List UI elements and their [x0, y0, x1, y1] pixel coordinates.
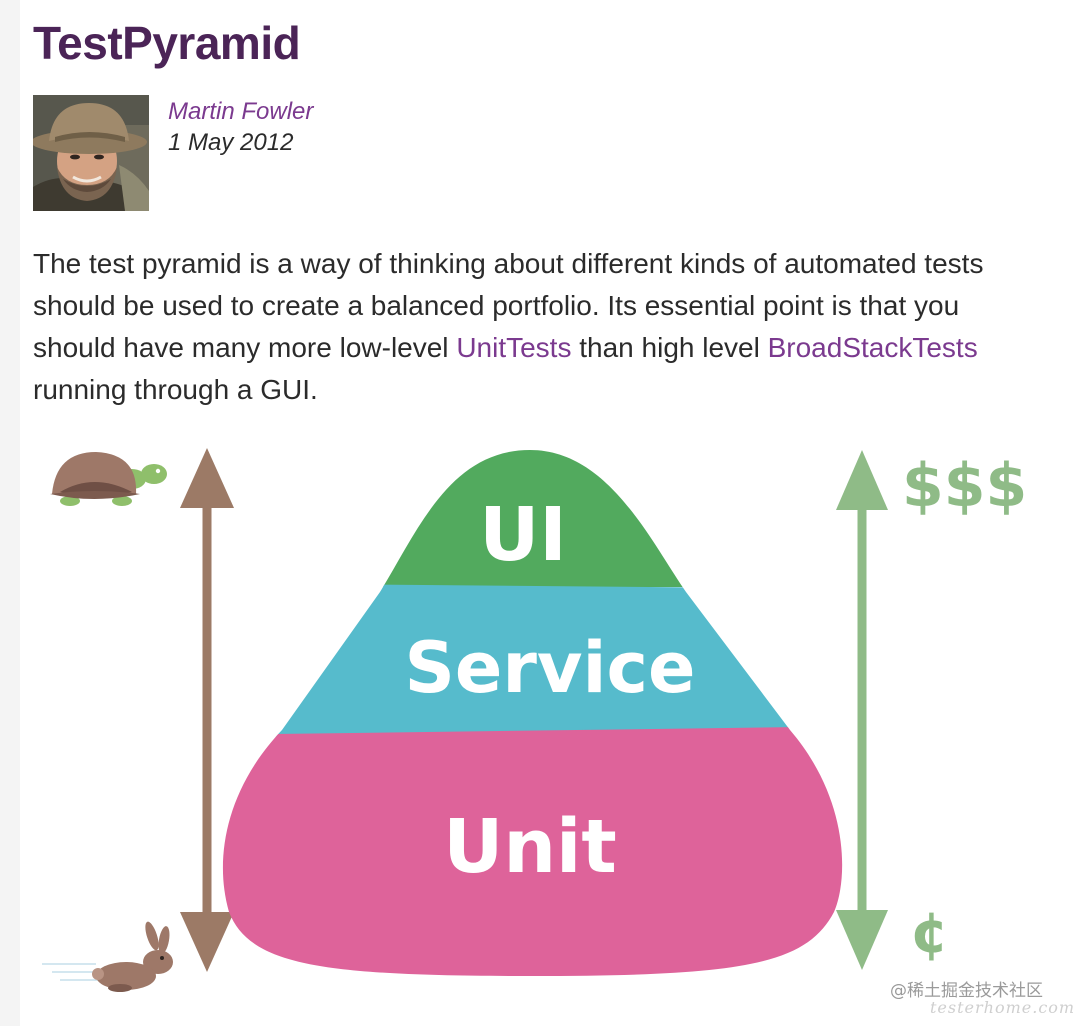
cost-high-label: $$$ — [902, 451, 1027, 521]
publication-date: 1 May 2012 — [168, 129, 294, 156]
byline: Martin Fowler 1 May 2012 — [168, 96, 313, 158]
pyramid-unit-label: Unit — [443, 804, 617, 890]
pyramid-service-label: Service — [404, 627, 695, 709]
intro-paragraph: The test pyramid is a way of thinking ab… — [33, 243, 1043, 411]
rabbit-icon — [42, 921, 173, 992]
cost-low-label: ¢ — [910, 901, 949, 966]
author-link[interactable]: Martin Fowler — [168, 98, 314, 125]
intro-text-3: running through a GUI. — [33, 374, 318, 405]
cost-axis-arrow — [836, 450, 888, 970]
intro-text-1: The test pyramid is a way of thinking ab… — [33, 248, 984, 363]
pyramid-unit-layer — [222, 726, 843, 976]
page-title: TestPyramid — [33, 17, 301, 69]
speed-axis-arrow — [180, 448, 234, 972]
broad-stack-tests-link[interactable]: BroadStackTests — [767, 332, 978, 363]
test-pyramid-diagram: UI Service Unit $$$ ¢ — [42, 448, 1027, 992]
turtle-icon — [50, 452, 167, 506]
intro-text-2: than high level — [571, 332, 768, 363]
unit-tests-link[interactable]: UnitTests — [456, 332, 572, 363]
watermark-sub: testerhome.com — [930, 998, 1076, 1017]
pyramid-ui-label: UI — [479, 492, 567, 578]
author-avatar — [33, 95, 149, 211]
page-gutter — [0, 0, 20, 1026]
watermark: @稀土掘金技术社区 — [890, 981, 1043, 1001]
author-photo — [33, 95, 149, 211]
